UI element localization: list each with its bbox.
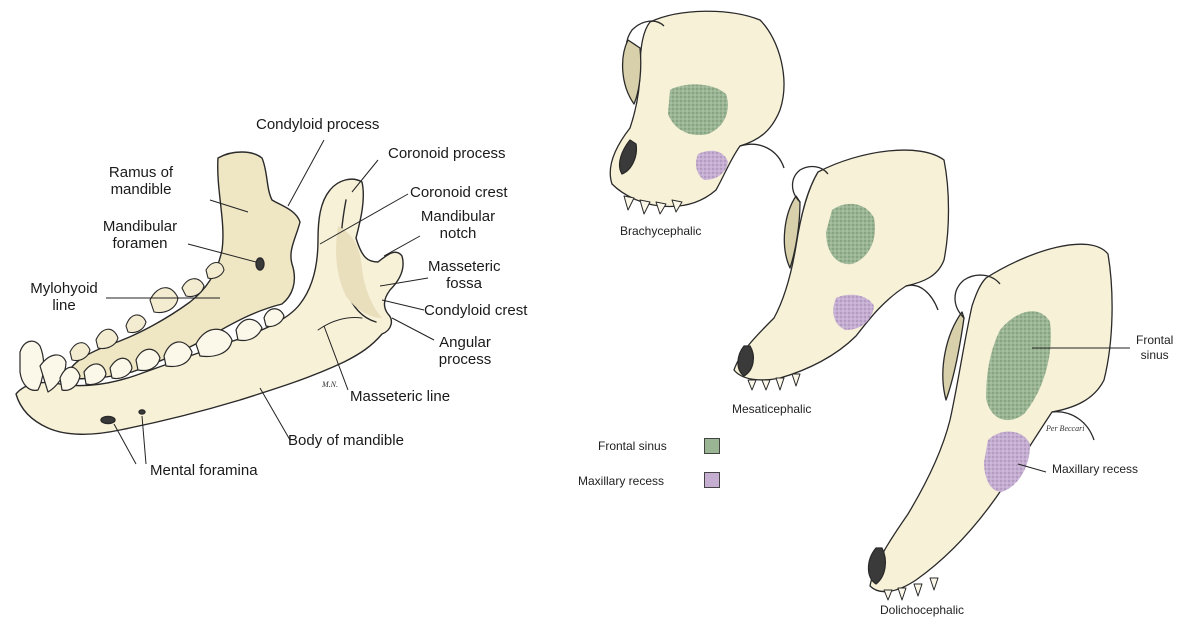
label-masseteric-fossa: Masseteric fossa [428, 258, 500, 292]
label-mylohyoid-line: Mylohyoid line [22, 280, 106, 314]
legend-label-maxillary-recess: Maxillary recess [578, 474, 664, 488]
label-masseteric-line: Masseteric line [350, 388, 450, 405]
brachycephalic-skull-drawing [610, 11, 784, 214]
label-mandibular-foramen: Mandibular foramen [92, 218, 188, 252]
caption-mesaticephalic: Mesaticephalic [732, 402, 811, 416]
label-angular-line2: process [432, 351, 498, 368]
label-condyloid-crest: Condyloid crest [424, 302, 527, 319]
label-coronoid-process: Coronoid process [388, 145, 506, 162]
label-ramus-line1: Ramus of [98, 164, 184, 181]
label-ramus-line2: mandible [98, 181, 184, 198]
label-mylohyoid-line2: line [22, 297, 106, 314]
label-body-of-mandible: Body of mandible [288, 432, 404, 449]
label-ramus-of-mandible: Ramus of mandible [98, 164, 184, 198]
label-frontal-sinus: Frontal sinus [1136, 333, 1173, 363]
label-notch-line1: Mandibular [420, 208, 496, 225]
label-condyloid-process: Condyloid process [256, 116, 379, 133]
legend-swatch-frontal-sinus [704, 438, 720, 454]
label-foramen-line1: Mandibular [92, 218, 188, 235]
label-fossa-line1: Masseteric [428, 258, 500, 275]
label-maxillary-recess: Maxillary recess [1052, 462, 1138, 476]
label-mental-foramina: Mental foramina [150, 462, 258, 479]
artist-signature-skulls: Per Beccari [1046, 424, 1084, 433]
label-angular-line1: Angular [432, 334, 498, 351]
label-angular-process: Angular process [432, 334, 498, 368]
label-mylohyoid-line1: Mylohyoid [22, 280, 106, 297]
label-foramen-line2: foramen [92, 235, 188, 252]
mesaticephalic-skull-drawing [734, 150, 949, 390]
label-coronoid-crest: Coronoid crest [410, 184, 508, 201]
caption-dolichocephalic: Dolichocephalic [880, 603, 964, 617]
legend-swatch-maxillary-recess [704, 472, 720, 488]
label-frontal-line2: sinus [1136, 348, 1173, 363]
label-mandibular-notch: Mandibular notch [420, 208, 496, 242]
caption-brachycephalic: Brachycephalic [620, 224, 701, 238]
artist-signature-mandible: M.N. [322, 380, 338, 389]
legend-label-frontal-sinus: Frontal sinus [598, 439, 667, 453]
dolichocephalic-skull-drawing [869, 244, 1113, 600]
label-fossa-line2: fossa [428, 275, 500, 292]
label-frontal-line1: Frontal [1136, 333, 1173, 348]
label-notch-line2: notch [420, 225, 496, 242]
